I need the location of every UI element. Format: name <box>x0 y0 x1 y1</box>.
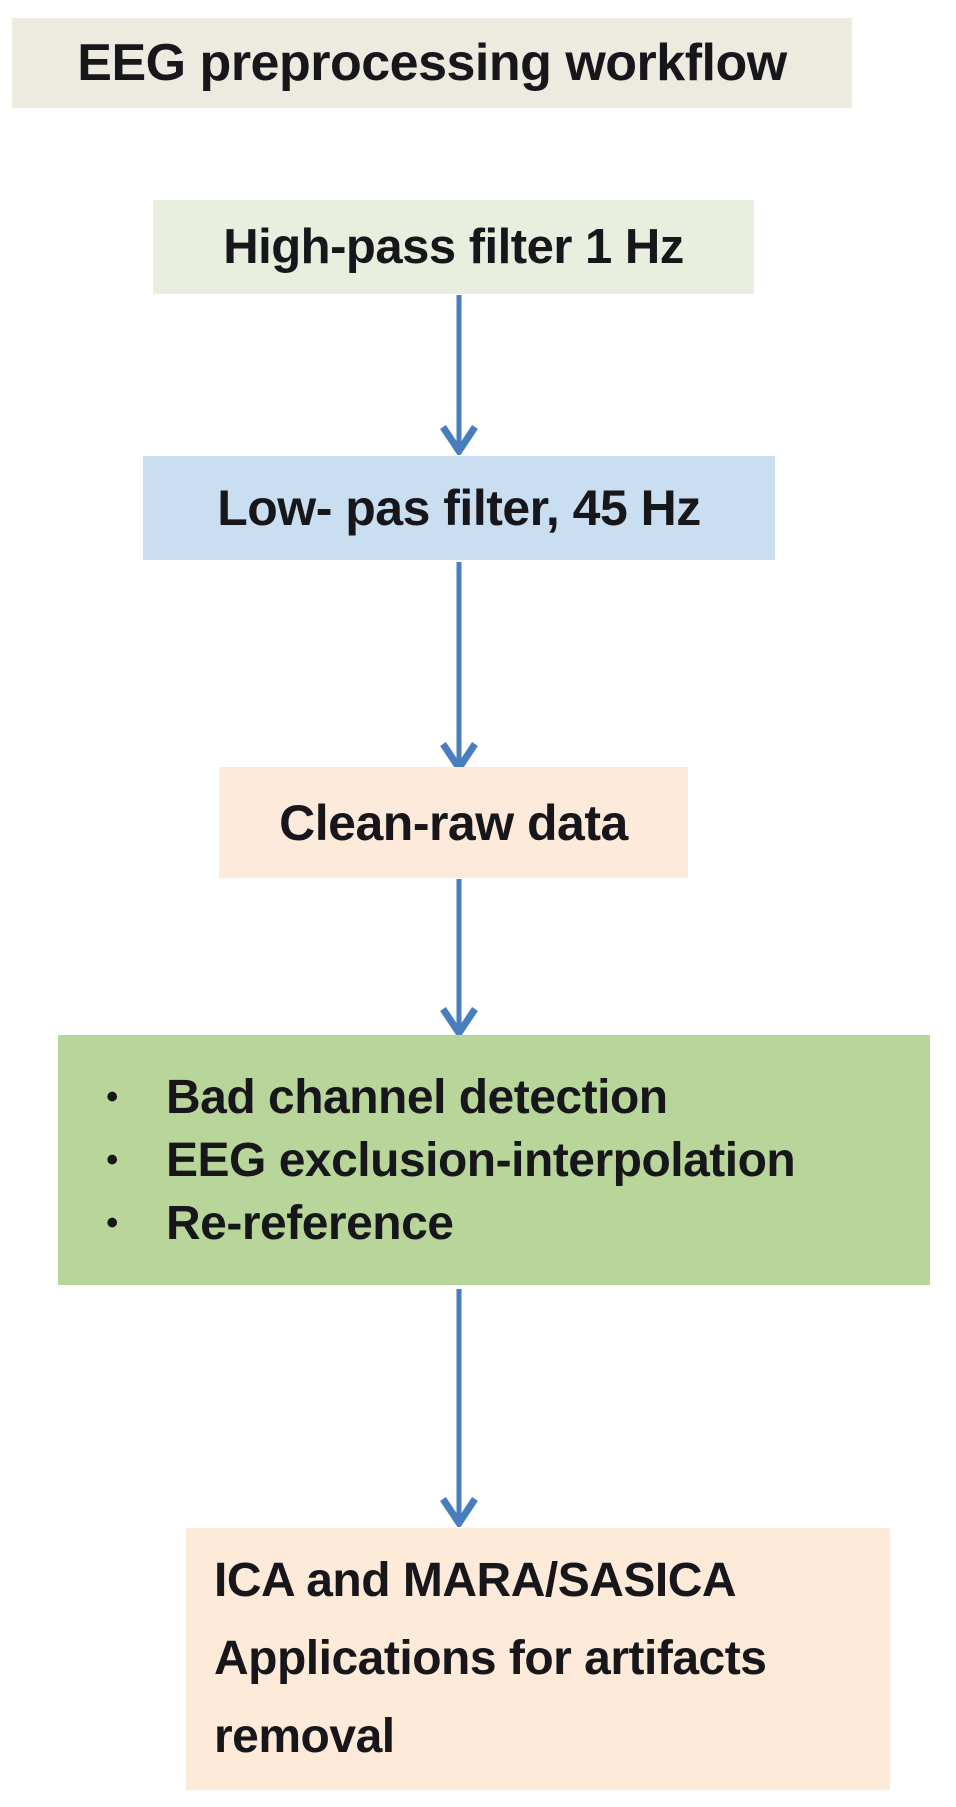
bullet-item-label: Bad channel detection <box>166 1070 668 1124</box>
flow-arrow-highpass-to-lowpass <box>437 293 481 455</box>
bullet-item-bad-channel: Bad channel detection <box>58 1070 930 1125</box>
bullet-item-exclusion-interpolation: EEG exclusion-interpolation <box>58 1133 930 1188</box>
node-lowpass-filter: Low- pas filter, 45 Hz <box>143 456 775 560</box>
node-preprocessing-steps: Bad channel detection EEG exclusion-inte… <box>58 1035 930 1285</box>
node-lowpass-filter-label: Low- pas filter, 45 Hz <box>217 480 701 536</box>
down-arrow-icon <box>440 879 478 1037</box>
diagram-title: EEG preprocessing workflow <box>12 18 852 108</box>
node-ica-line-3: removal <box>214 1709 395 1763</box>
node-ica-line-1: ICA and MARA/SASICA <box>214 1554 737 1608</box>
node-highpass-filter: High-pass filter 1 Hz <box>153 200 754 294</box>
node-ica-line-2: Applications for artifacts <box>214 1632 767 1686</box>
node-highpass-filter-label: High-pass filter 1 Hz <box>223 220 684 274</box>
bullet-dot-icon <box>58 1080 166 1114</box>
flow-arrow-cleanraw-to-processing <box>437 877 481 1037</box>
node-clean-raw-data: Clean-raw data <box>219 767 688 878</box>
diagram-title-text: EEG preprocessing workflow <box>77 34 787 92</box>
node-clean-raw-data-label: Clean-raw data <box>279 794 628 851</box>
bullet-dot-icon <box>58 1206 166 1240</box>
bullet-item-label: Re-reference <box>166 1196 454 1250</box>
flow-arrow-processing-to-ica <box>437 1287 481 1527</box>
down-arrow-icon <box>440 1289 478 1527</box>
bullet-item-re-reference: Re-reference <box>58 1196 930 1251</box>
down-arrow-icon <box>440 295 478 455</box>
bullet-dot-icon <box>58 1143 166 1177</box>
node-ica-applications: ICA and MARA/SASICA Applications for art… <box>186 1528 890 1790</box>
down-arrow-icon <box>440 562 478 772</box>
flow-arrow-lowpass-to-cleanraw <box>437 560 481 772</box>
bullet-item-label: EEG exclusion-interpolation <box>166 1133 796 1187</box>
